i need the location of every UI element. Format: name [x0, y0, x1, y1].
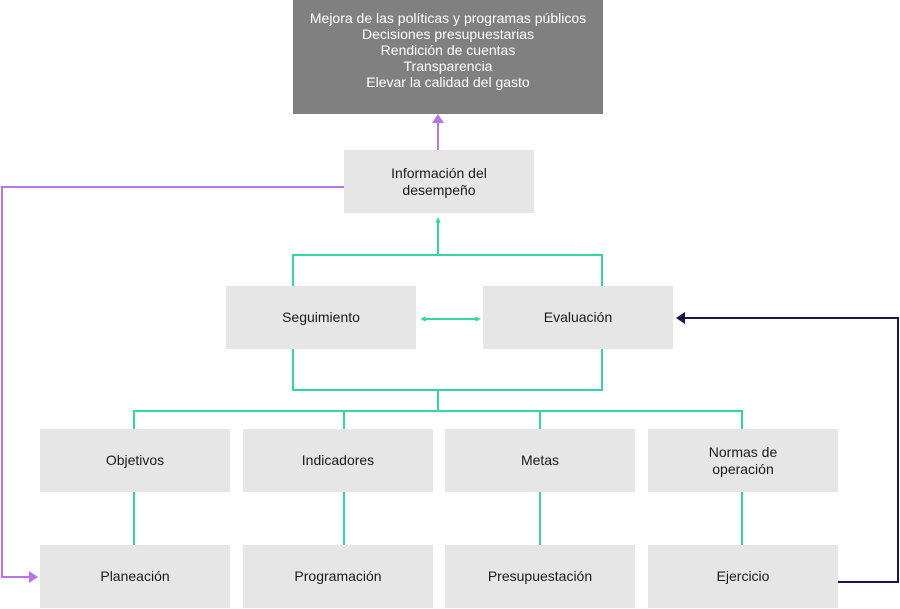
objetivos-label: Objetivos — [105, 452, 165, 468]
information-line-1: Información del — [391, 164, 487, 181]
monitoring-lower-bracket — [292, 349, 603, 391]
outcome-line: Decisiones presupuestarias — [362, 26, 534, 42]
evaluacion-box: Evaluación — [483, 286, 673, 349]
information-box: Información del desempeño — [344, 150, 534, 213]
seguimiento-label: Seguimiento — [282, 309, 360, 325]
programacion-label: Programación — [294, 568, 382, 584]
monitoring-bracket — [292, 217, 603, 286]
outcomes-box: Mejora de las políticas y programas públ… — [293, 0, 603, 114]
arrow-to-outcomes-head — [432, 114, 444, 123]
purple-connectors — [1, 122, 439, 578]
monitoring-upper-bracket — [292, 254, 603, 286]
criteria-bus-line — [133, 410, 743, 429]
metas-label: Metas — [520, 452, 560, 468]
feedback-to-planeacion-head — [29, 571, 38, 583]
programacion-box: Programación — [243, 545, 433, 608]
feedback-to-planeacion-line — [1, 186, 344, 578]
normas-box: Normas de operación — [648, 429, 838, 492]
feedback-ejercicio-evaluacion-head — [676, 312, 685, 324]
planeacion-label: Planeación — [100, 568, 170, 584]
presupuestacion-box: Presupuestación — [445, 545, 635, 608]
planeacion-box: Planeación — [40, 545, 230, 608]
information-line-2: desempeño — [402, 181, 476, 198]
ejercicio-label: Ejercicio — [716, 568, 770, 584]
criteria-bus — [133, 349, 743, 429]
normas-line-1: Normas de — [708, 443, 778, 460]
seguimiento-box: Seguimiento — [226, 286, 416, 349]
ejercicio-box: Ejercicio — [648, 545, 838, 608]
objetivos-box: Objetivos — [40, 429, 230, 492]
outcome-line: Elevar la calidad del gasto — [366, 74, 530, 90]
indicadores-label: Indicadores — [301, 452, 375, 468]
stage-criteria-links — [133, 492, 743, 545]
outcome-line: Mejora de las políticas y programas públ… — [309, 10, 587, 26]
evaluacion-label: Evaluación — [543, 309, 613, 325]
presupuestacion-label: Presupuestación — [487, 568, 593, 584]
outcome-line: Rendición de cuentas — [380, 42, 516, 58]
metas-box: Metas — [445, 429, 635, 492]
normas-line-2: operación — [712, 460, 774, 477]
feedback-ejercicio-evaluacion-line — [684, 317, 899, 583]
indicadores-box: Indicadores — [243, 429, 433, 492]
outcome-line: Transparencia — [403, 58, 493, 74]
